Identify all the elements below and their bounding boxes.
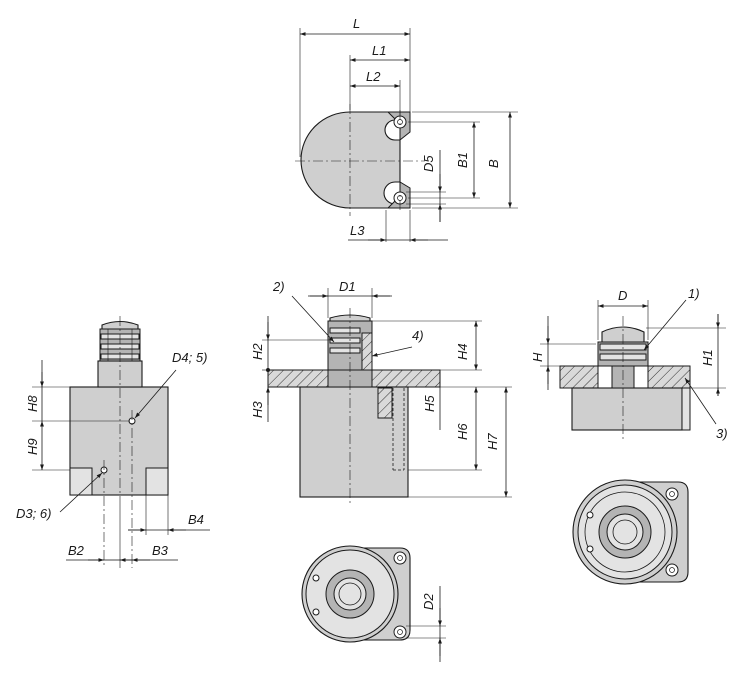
label-H9: H9 [25,438,40,455]
center-view: 2) D1 4) H2 H3 H4 H5 H6 H7 [250,279,512,506]
label-B4: B4 [188,512,204,527]
top-view: L L1 L2 L3 B B1 D5 [295,16,518,242]
right-plan-view [572,479,689,585]
label-D1: D1 [339,279,356,294]
label-H: H [530,352,545,362]
center-plan-view: D2 [301,545,446,662]
label-D4: D4; 5) [172,350,207,365]
label-note4: 4) [412,328,424,343]
center-plan-hole-lower [393,625,407,639]
label-H7: H7 [485,433,500,450]
right-view-plate-right [647,365,691,389]
right-view-plate-left [559,365,599,389]
label-H4: H4 [455,343,470,360]
center-plan-hole-upper [393,551,407,565]
label-note2: 2) [272,279,285,294]
label-H1: H1 [700,349,715,366]
label-L2: L2 [366,69,381,84]
label-D: D [618,288,627,303]
label-H6: H6 [455,423,470,440]
top-view-body [300,111,401,209]
center-view-plate-left [267,369,335,388]
right-plan-hole-lower [665,563,679,577]
label-H3: H3 [250,401,265,418]
label-B1: B1 [455,152,470,168]
label-L: L [353,16,360,31]
label-B: B [486,159,501,168]
label-D2: D2 [421,593,436,610]
label-D5: D5 [421,155,436,172]
label-L1: L1 [372,43,386,58]
right-plan-hole-upper [665,487,679,501]
label-H8: H8 [25,395,40,412]
label-H5: H5 [422,395,437,412]
label-H2: H2 [250,343,265,360]
left-view: H8 H9 D4; 5) D3; 6) B2 B3 B4 [16,316,210,568]
right-view: D 1) H H1 3) [530,286,728,441]
center-view-plate-right [371,369,441,388]
label-B3: B3 [152,543,169,558]
label-B2: B2 [68,543,85,558]
label-note3: 3) [716,426,728,441]
right-view-body [571,387,683,431]
label-D3: D3; 6) [16,506,51,521]
label-L3: L3 [350,223,365,238]
center-view-ring-section [361,332,373,371]
label-note1: 1) [688,286,700,301]
